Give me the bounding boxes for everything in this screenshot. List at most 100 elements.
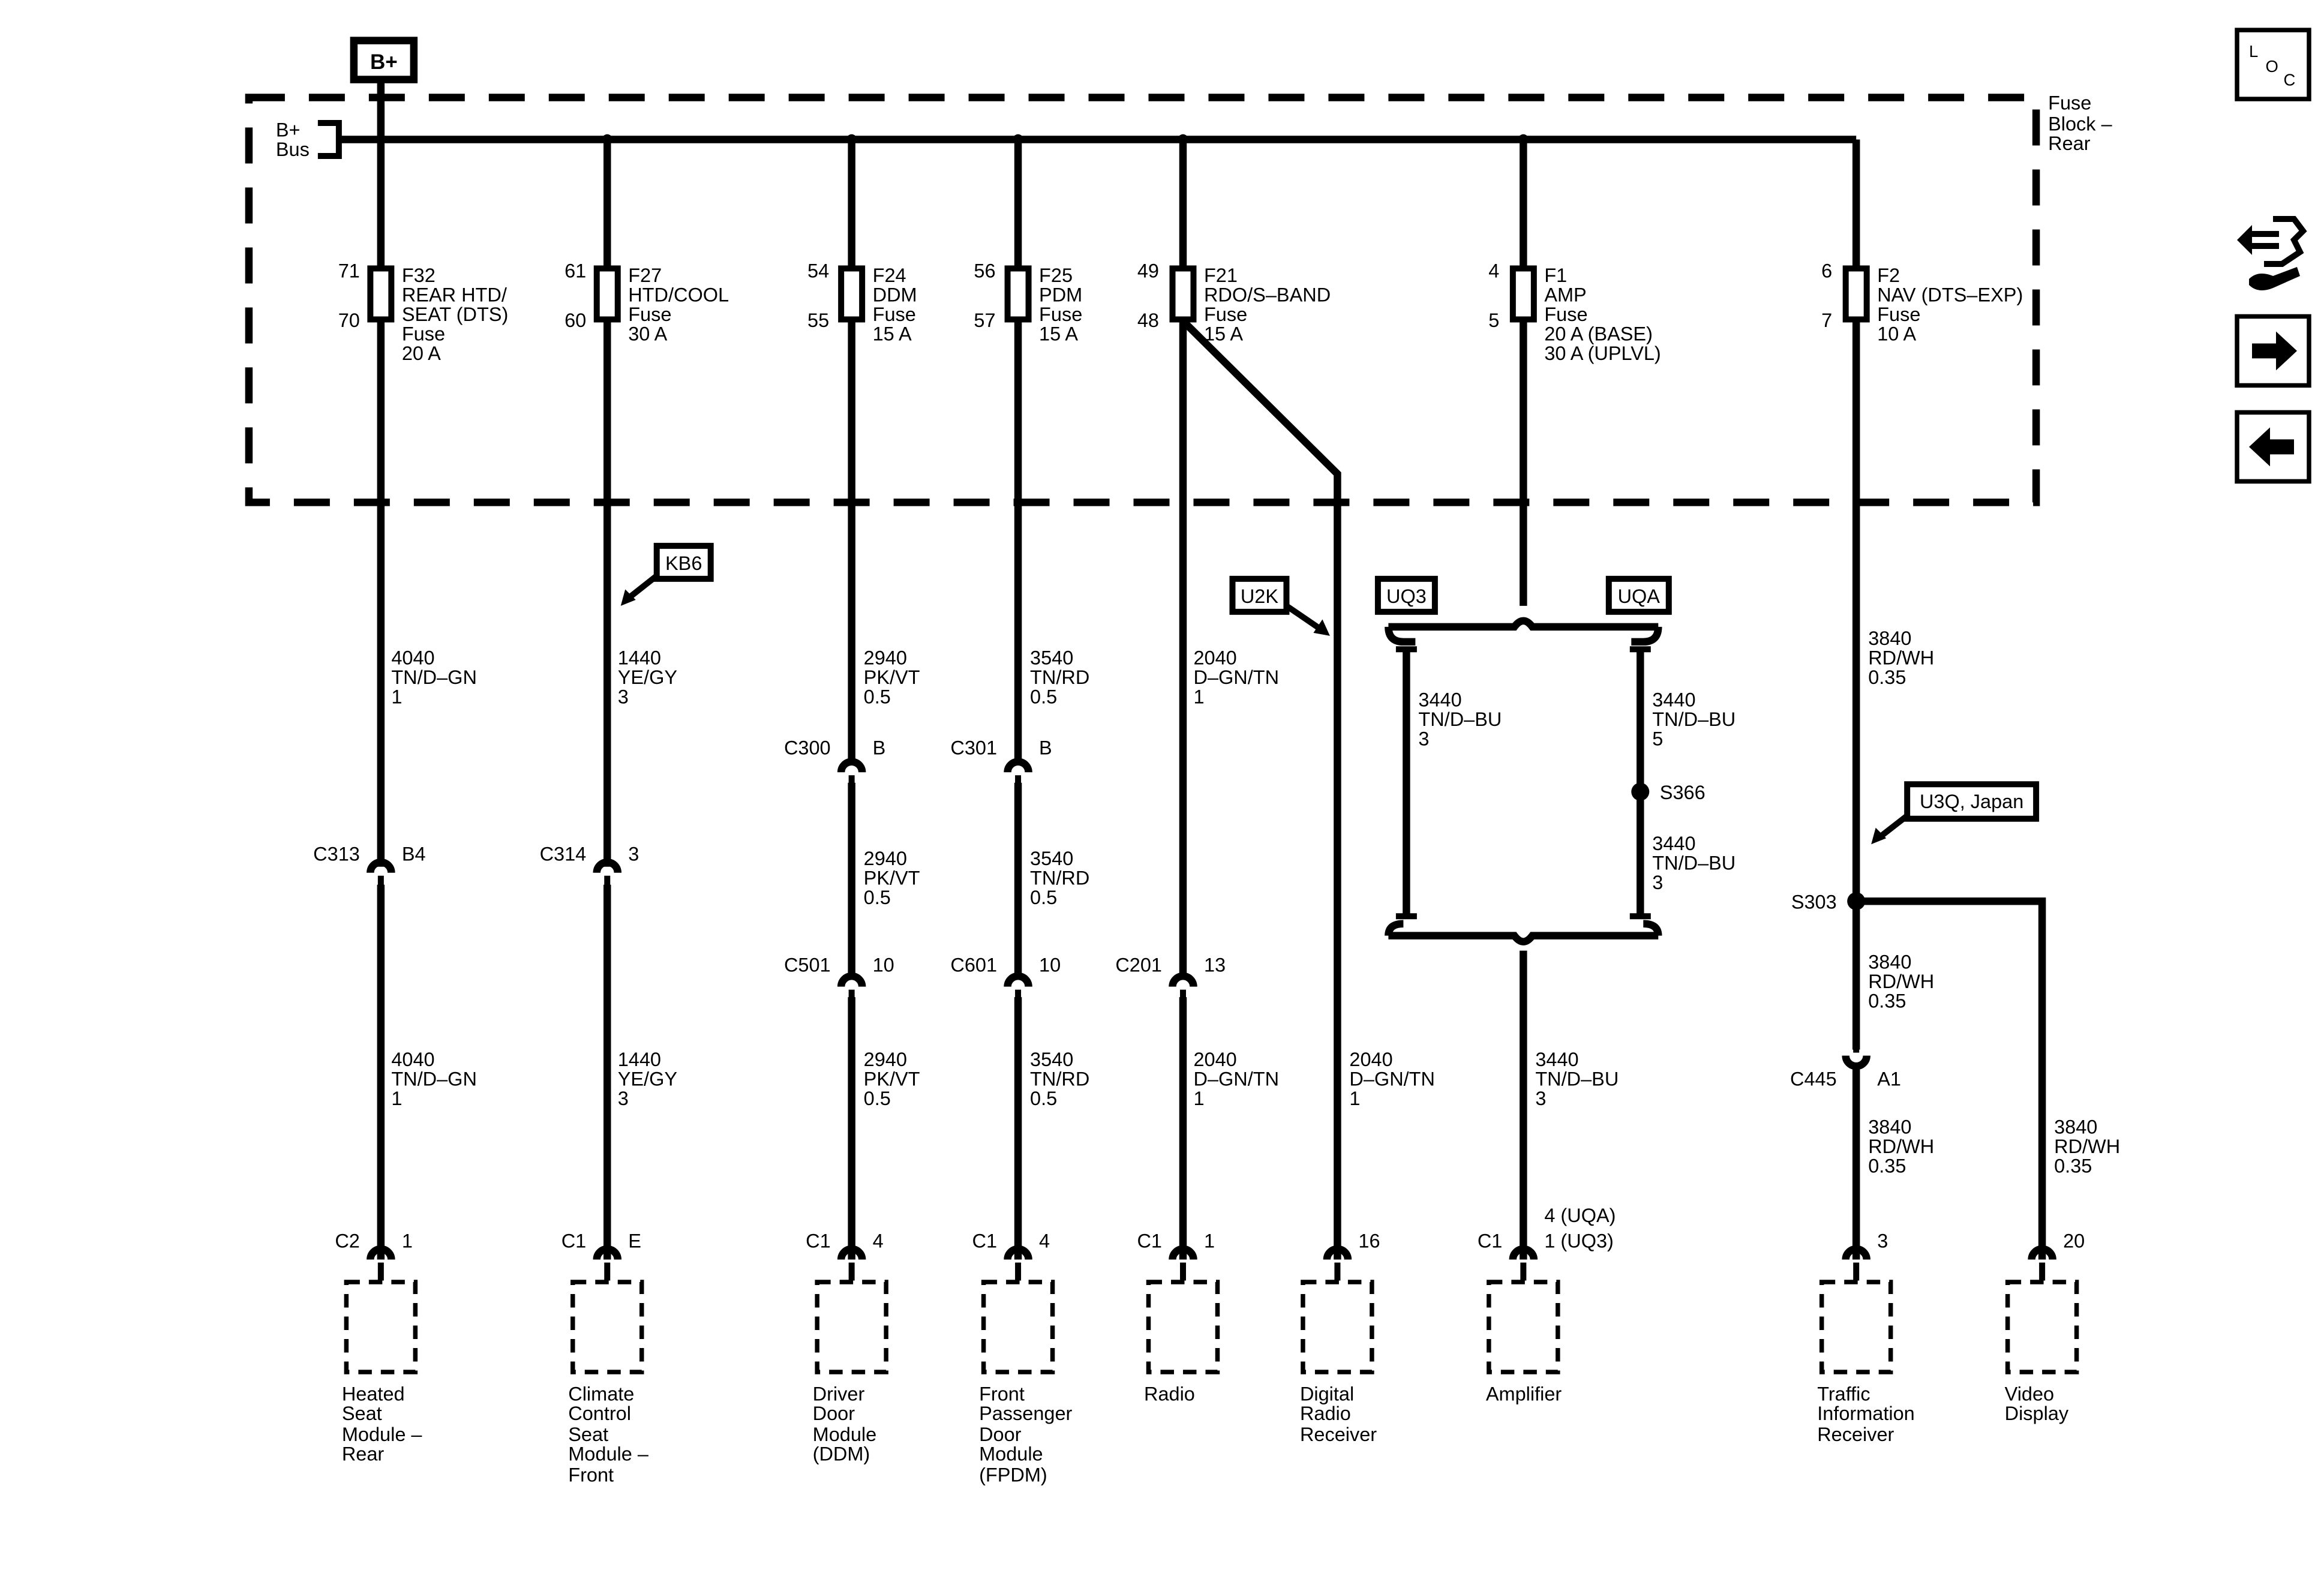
wire-size: 0.5 <box>1030 686 1057 707</box>
wire-circuit: 3840 <box>1868 628 1911 649</box>
wire-color: RD/WH <box>1868 971 1934 992</box>
module-connector-name: C1 <box>562 1230 587 1252</box>
wire-circuit: 3440 <box>1652 689 1695 710</box>
wire-size: 0.5 <box>864 686 891 707</box>
fuse-rating: 15 A <box>873 323 912 344</box>
wire-circuit: 3840 <box>1868 1116 1911 1138</box>
fuse-desc: DDM <box>873 284 917 305</box>
module-outline <box>1487 1280 1560 1374</box>
u3q-arrowhead <box>1871 827 1887 845</box>
fuse-name: F32 <box>402 265 436 286</box>
option-bottom-bar <box>1388 932 1659 945</box>
wire-size: 0.35 <box>1868 1155 1906 1177</box>
loc-button-frame <box>2235 28 2311 101</box>
wire-circuit: 3840 <box>1868 951 1911 973</box>
fuse-name: F25 <box>1039 265 1073 286</box>
kb6-label: KB6 <box>665 553 702 574</box>
module-outline <box>571 1280 644 1374</box>
module-connector-male <box>1334 1262 1341 1281</box>
connector-pin: B4 <box>402 843 426 865</box>
module-connector-pin: 20 <box>2063 1230 2085 1252</box>
module-connector-pin: E <box>628 1230 641 1252</box>
module-traffic-information-receiver: 3 Traffic Information Receiver <box>1817 1230 1915 1445</box>
fuse-pin-out: 70 <box>338 310 360 331</box>
fuse-desc: REAR HTD/ <box>402 284 508 305</box>
module-connector-pin: 3 <box>1877 1230 1888 1252</box>
wire-size: 1 <box>1193 686 1204 707</box>
module-label-line: Radio <box>1144 1383 1195 1404</box>
fuse-pin-in: 6 <box>1821 260 1832 281</box>
module-climate-seat-front: C1 E Climate Control Seat Module – Front <box>562 1230 649 1486</box>
wire-size: 5 <box>1652 728 1663 749</box>
fuse-pin-out: 7 <box>1821 310 1832 331</box>
module-connector-female <box>1842 1245 1870 1260</box>
splice-name: S303 <box>1791 891 1837 913</box>
connector-c501-male <box>848 989 855 1008</box>
previous-page-button[interactable] <box>2235 410 2311 484</box>
module-digital-radio-receiver: 16 Digital Radio Receiver <box>1300 1230 1380 1445</box>
module-video-display: 20 Video Display <box>2005 1230 2085 1424</box>
module-label-line: Module – <box>568 1443 649 1464</box>
module-outline <box>1819 1280 1893 1374</box>
fuse-rating: 15 A <box>1204 323 1243 344</box>
module-connector-pin: 4 <box>873 1230 884 1252</box>
fuse-desc: Fuse <box>1877 304 1920 325</box>
fuse-pin-in: 49 <box>1137 260 1159 281</box>
fuse-rating: 30 A <box>628 323 667 344</box>
next-page-button[interactable] <box>2235 314 2311 388</box>
module-outline <box>815 1280 888 1374</box>
fuse-f1 <box>1509 265 1537 323</box>
wire-color: TN/D–BU <box>1535 1068 1619 1090</box>
fuse-pin-in: 61 <box>565 260 586 281</box>
module-outline <box>344 1280 418 1374</box>
module-label-line: Rear <box>342 1443 385 1464</box>
u2k-box <box>1229 575 1290 615</box>
connector-c601-male <box>1015 989 1022 1008</box>
wire-size: 0.5 <box>864 887 891 908</box>
connector-c314-female <box>593 858 621 873</box>
module-connector-male <box>2039 1262 2046 1281</box>
kb6-arrowhead <box>620 589 636 606</box>
fuse-pin-in: 56 <box>974 260 995 281</box>
wire-size: 3 <box>618 686 629 707</box>
u2k-arrowhead <box>1313 619 1330 636</box>
module-label-line: Climate <box>568 1383 634 1404</box>
wire-color: TN/RD <box>1030 1068 1089 1090</box>
wire-circuit: 2940 <box>864 848 907 869</box>
fuse-rating: 20 A <box>402 343 441 364</box>
option-callouts: KB6 U2K UQ3 UQA U3Q, Japan <box>620 542 2040 845</box>
connector-c201-female <box>1169 972 1197 987</box>
wire-circuit: 3840 <box>2054 1116 2097 1138</box>
fuse-f24 <box>838 265 866 323</box>
connector-c300-female <box>837 758 866 773</box>
splice-s366-dot <box>1631 782 1650 801</box>
loc-letter: L <box>2249 42 2258 61</box>
module-connector-male <box>604 1262 611 1281</box>
bus-label: Bus <box>276 139 310 160</box>
module-label-line: Seat <box>342 1403 382 1424</box>
fuse-block-outline <box>245 94 2040 506</box>
fuse-block-label-line: Fuse <box>2048 92 2091 114</box>
module-connector-male <box>848 1262 855 1281</box>
connector-view-icon[interactable] <box>2237 215 2307 290</box>
connector-name: C314 <box>540 843 587 865</box>
module-label-line: Traffic <box>1817 1383 1870 1404</box>
connector-c300-male <box>848 775 855 794</box>
module-outline <box>1146 1280 1220 1374</box>
loc-button[interactable]: L O C <box>2235 28 2311 101</box>
fuse-block-label-line: Block – <box>2048 113 2112 135</box>
wire-color: TN/RD <box>1030 867 1089 889</box>
fuse-desc: NAV (DTS–EXP) <box>1877 284 2023 305</box>
module-heated-seat-rear: C2 1 Heated Seat Module – Rear <box>335 1230 422 1465</box>
wire-circuit: 3540 <box>1030 647 1073 668</box>
connector-labels: C313 B4 C314 3 C300 B C301 B C501 10 C60… <box>313 737 1901 1089</box>
inline-connectors <box>367 758 1870 1070</box>
wire-size: 1 <box>1193 1088 1204 1109</box>
connector-c445-male <box>1853 1034 1860 1053</box>
module-label-line: Receiver <box>1300 1424 1377 1445</box>
fuse-desc: PDM <box>1039 284 1082 305</box>
module-connector-name: C2 <box>335 1230 360 1252</box>
fuse-name: F21 <box>1204 265 1238 286</box>
wrench-icon <box>2249 266 2301 290</box>
module-connector-female <box>1004 1245 1032 1260</box>
